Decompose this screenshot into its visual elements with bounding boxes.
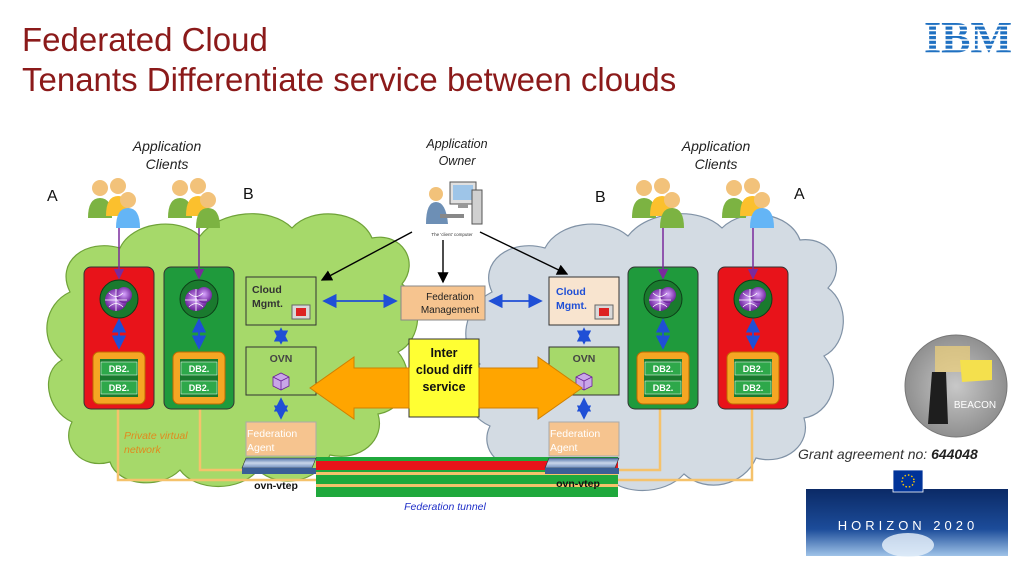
db2-stack: DB2. DB2.	[172, 351, 226, 405]
svg-text:DB2.: DB2.	[653, 383, 674, 393]
application-owner-computer-icon: The 'client' computer	[426, 181, 483, 237]
ovn-vtep-switch-right	[544, 457, 620, 474]
private-network-line	[116, 408, 318, 482]
ovn-left-label: OVN	[269, 353, 293, 365]
client-group-icon	[722, 178, 774, 228]
orange-arrow-left	[309, 356, 410, 420]
orange-arrow-right	[478, 356, 583, 420]
tenant-b-right-tag: B	[595, 189, 606, 206]
federation-management-label: Federation Management	[420, 292, 480, 316]
svg-text:DB2.: DB2.	[189, 364, 210, 374]
grant-agreement: Grant agreement no: 644048	[798, 446, 978, 462]
svg-text:DB2.: DB2.	[653, 364, 674, 374]
owner-label: Application Owner	[426, 137, 488, 168]
cloud-mgmt-right-label: Cloud Mgmt.	[556, 286, 587, 312]
client-group-icon	[88, 178, 140, 228]
cloud-mgmt-right	[548, 276, 620, 326]
grant-prefix: Grant agreement no:	[798, 446, 928, 462]
svg-text:DB2.: DB2.	[189, 383, 210, 393]
svg-text:DB2.: DB2.	[109, 364, 130, 374]
tenant-a-right-tag: A	[794, 186, 805, 203]
federation-agent-right	[548, 421, 620, 457]
page-subtitle: Tenants Differentiate service between cl…	[22, 61, 677, 98]
svg-text:DB2.: DB2.	[743, 383, 764, 393]
inter-cloud-diff-service-box	[408, 338, 480, 418]
cloud-mgmt-left-label: Cloud Mgmt.	[252, 284, 283, 310]
federation-agent-left	[245, 421, 317, 457]
federation-agent-left-label: Federation Agent	[247, 428, 298, 454]
cloud-mgmt-left	[245, 276, 317, 326]
svg-text:HORIZON 2020: HORIZON 2020	[838, 518, 978, 533]
client-group-icon	[168, 178, 220, 228]
app-globe-icon	[179, 279, 219, 319]
right-clients-label: Application Clients	[681, 138, 751, 172]
ovn-left	[245, 346, 317, 396]
ovn-vtep-left-label: ovn-vtep	[254, 480, 298, 492]
svg-text:IBM: IBM	[924, 17, 1012, 55]
ovn-vtep-switch-left	[241, 457, 317, 474]
tenant-a-left-tag: A	[47, 188, 58, 205]
tenant-b-left-tag: B	[243, 186, 254, 203]
grant-number: 644048	[931, 446, 978, 462]
private-network-label: Private virtual network	[124, 430, 188, 456]
page-title: Federated Cloud	[22, 21, 268, 58]
app-globe-icon	[643, 279, 683, 319]
federation-management-box	[400, 285, 486, 321]
ovn-vtep-right-label: ovn-vtep	[556, 478, 600, 490]
client-group-icon	[632, 178, 684, 228]
app-globe-icon	[99, 279, 139, 319]
horizon-2020-banner: HORIZON 2020	[806, 469, 1008, 557]
db2-stack: DB2. DB2.	[92, 351, 146, 405]
beacon-logo: BEACON	[904, 334, 1008, 438]
db2-stack: DB2. DB2.	[636, 351, 690, 405]
ibm-logo: IBM	[924, 17, 1012, 55]
svg-text:BEACON: BEACON	[954, 400, 996, 411]
db2-stack: DB2. DB2.	[726, 351, 780, 405]
federation-agent-right-label: Federation Agent	[550, 428, 601, 454]
federation-tunnel-label: Federation tunnel	[404, 501, 486, 513]
inter-cloud-diff-service-label: Inter cloud diff service	[415, 346, 473, 394]
svg-text:The 'client' computer: The 'client' computer	[431, 232, 473, 237]
svg-text:DB2.: DB2.	[109, 383, 130, 393]
svg-text:DB2.: DB2.	[743, 364, 764, 374]
private-network-line	[618, 408, 754, 482]
app-globe-icon	[733, 279, 773, 319]
private-network-line	[618, 408, 662, 472]
ovn-right-label: OVN	[572, 353, 596, 365]
left-clients-label: Application Clients	[132, 138, 202, 172]
